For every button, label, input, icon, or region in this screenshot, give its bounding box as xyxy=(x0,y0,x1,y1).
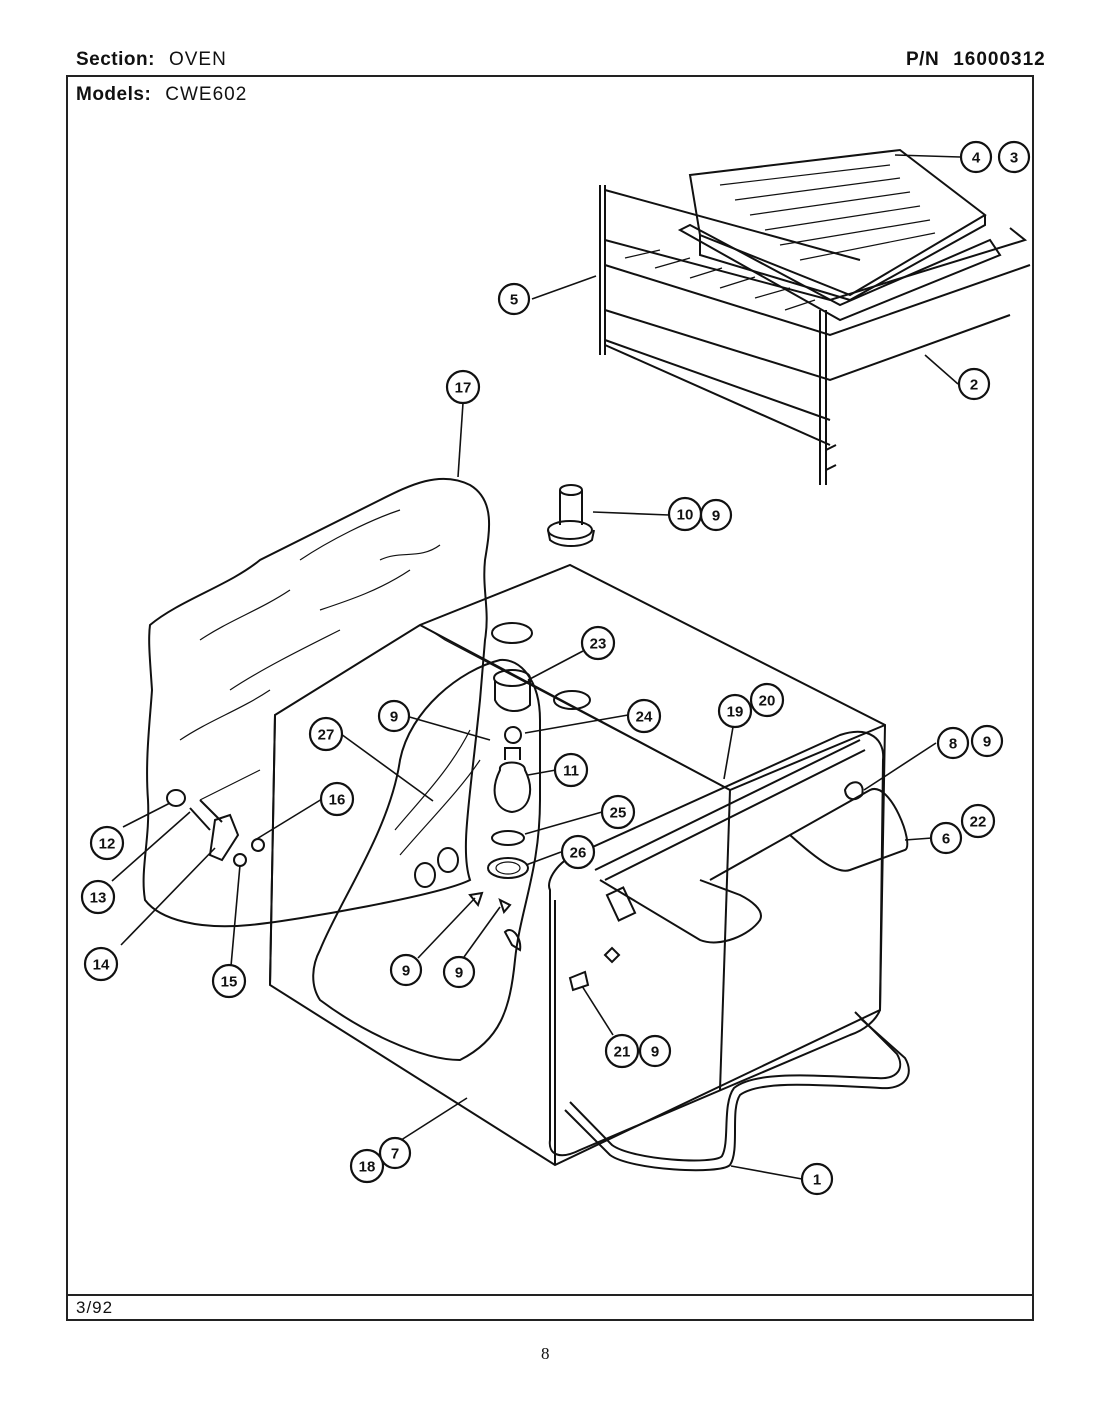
callout-8: 8 xyxy=(936,726,970,760)
callout-2: 2 xyxy=(957,367,991,401)
callout-18-label: 18 xyxy=(359,1159,376,1176)
callout-14-label: 14 xyxy=(93,957,110,974)
callout-16: 16 xyxy=(319,781,355,817)
callout-3-label: 3 xyxy=(1010,150,1018,167)
callout-2-label: 2 xyxy=(970,377,978,394)
part-number-heading: P/N 16000312 xyxy=(906,49,1046,71)
callout-22-label: 22 xyxy=(970,814,987,831)
section-value: OVEN xyxy=(168,49,227,70)
callout-9-socket-label: 9 xyxy=(390,709,398,726)
callout-9-clip-left-label: 9 xyxy=(402,963,410,980)
callout-4: 4 xyxy=(959,140,993,174)
callout-19: 19 xyxy=(717,693,753,729)
callout-11-label: 11 xyxy=(563,763,579,780)
insulation-drawing xyxy=(142,477,491,928)
leader-lines xyxy=(111,154,961,1180)
callout-23-label: 23 xyxy=(590,636,607,653)
callout-14: 14 xyxy=(83,946,119,982)
callout-27: 27 xyxy=(308,716,344,752)
callout-9-sensor: 9 xyxy=(699,498,733,532)
callout-9-socket: 9 xyxy=(377,699,411,733)
callout-24-label: 24 xyxy=(636,709,653,726)
callout-24: 24 xyxy=(626,698,662,734)
callout-1: 1 xyxy=(800,1162,834,1196)
callout-12: 12 xyxy=(89,825,125,861)
callout-6-label: 6 xyxy=(942,831,950,848)
broil-element-drawing xyxy=(594,739,909,944)
models-value: CWE602 xyxy=(165,84,248,105)
callout-9-sensor-label: 9 xyxy=(712,508,720,525)
callout-9-clip-right-label: 9 xyxy=(455,965,463,982)
oven-rack-drawing xyxy=(599,185,1031,485)
light-housing-drawing xyxy=(312,658,541,1062)
callout-23: 23 xyxy=(580,625,616,661)
sensor-bushing-drawing xyxy=(547,484,595,547)
callout-10: 10 xyxy=(667,496,703,532)
callout-13: 13 xyxy=(80,879,116,915)
footer-divider xyxy=(66,1294,1034,1296)
section-heading: Section: OVEN xyxy=(76,49,227,71)
callout-21: 21 xyxy=(604,1033,640,1069)
light-socket-drawing xyxy=(487,669,532,879)
callout-19-label: 19 xyxy=(727,704,744,721)
callout-9-bracket: 9 xyxy=(638,1034,672,1068)
callout-26: 26 xyxy=(560,834,596,870)
callout-11: 11 xyxy=(553,752,589,788)
section-label: Section: xyxy=(76,49,155,70)
callout-12-label: 12 xyxy=(99,836,116,853)
models-label: Models: xyxy=(76,84,152,105)
part-number-value: 16000312 xyxy=(953,49,1046,70)
callout-18: 18 xyxy=(349,1148,385,1184)
callout-25: 25 xyxy=(600,794,636,830)
callout-20: 20 xyxy=(749,682,785,718)
callout-27-label: 27 xyxy=(318,727,335,744)
callout-9-bracket-label: 9 xyxy=(651,1044,659,1061)
callout-16-label: 16 xyxy=(329,792,346,809)
callout-7: 7 xyxy=(378,1136,412,1170)
callout-21-label: 21 xyxy=(614,1044,631,1061)
part-number-label: P/N xyxy=(906,49,940,70)
page-number: 8 xyxy=(541,1344,550,1363)
callout-5-label: 5 xyxy=(510,292,518,309)
models-heading: Models: CWE602 xyxy=(76,84,247,106)
callout-4-label: 4 xyxy=(972,150,981,167)
callout-9-broil: 9 xyxy=(970,724,1004,758)
callout-15: 15 xyxy=(211,963,247,999)
callout-9-broil-label: 9 xyxy=(983,734,991,751)
callout-26-label: 26 xyxy=(570,845,587,862)
diagram-frame xyxy=(66,75,1034,1321)
callout-25-label: 25 xyxy=(610,805,627,822)
callout-20-label: 20 xyxy=(759,693,776,710)
bake-element-drawing xyxy=(564,1011,910,1172)
callout-9-clip-right: 9 xyxy=(442,955,476,989)
callout-3: 3 xyxy=(997,140,1031,174)
hinge-hardware-drawing xyxy=(166,789,265,867)
oven-liner-drawing xyxy=(268,563,887,1167)
callout-8-label: 8 xyxy=(949,736,957,753)
broil-pan-drawing xyxy=(677,148,1002,322)
callout-7-label: 7 xyxy=(391,1146,399,1163)
callout-5: 5 xyxy=(497,282,531,316)
callout-10-label: 10 xyxy=(677,507,694,524)
callout-6: 6 xyxy=(929,821,963,855)
callout-1-label: 1 xyxy=(813,1172,821,1189)
callout-17-label: 17 xyxy=(455,380,472,397)
callout-22: 22 xyxy=(960,803,996,839)
callout-17: 17 xyxy=(445,369,481,405)
date-code: 3/92 xyxy=(76,1298,114,1317)
callout-9-clip-left: 9 xyxy=(389,953,423,987)
callout-15-label: 15 xyxy=(221,974,238,991)
callout-13-label: 13 xyxy=(90,890,107,907)
